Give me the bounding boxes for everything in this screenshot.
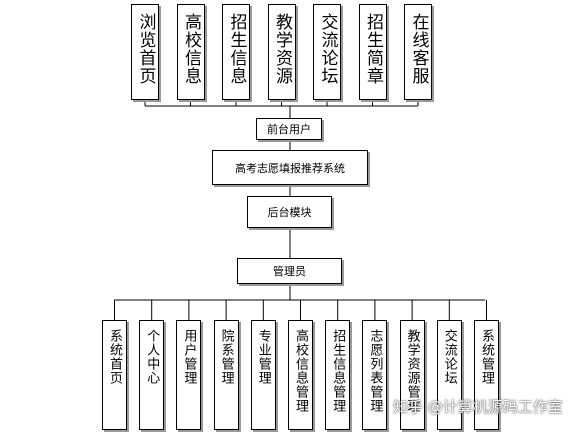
front-module-label: 交流论坛 <box>317 13 338 85</box>
backend-module-item-box: 用户管理 <box>176 320 202 430</box>
front-module-label: 招生简章 <box>363 13 383 85</box>
backend-module-item-label: 交流论坛 <box>441 329 457 385</box>
backend-module-item-box: 系统首页 <box>102 320 127 430</box>
backend-module-item-label: 用户管理 <box>181 329 197 385</box>
front-module-label: 招生信息 <box>226 13 247 85</box>
front-module-box: 招生简章 <box>358 4 387 100</box>
admin-label: 管理员 <box>273 265 306 278</box>
front-module-box: 在线客服 <box>404 4 432 100</box>
backend-module-item-label: 招生信息管理 <box>330 329 346 413</box>
front-module-box: 浏览首页 <box>131 4 159 100</box>
system-name-label: 高考志愿填报推荐系统 <box>235 161 345 175</box>
backend-module-item-box: 专业管理 <box>250 320 276 430</box>
backend-module-item-box: 个人中心 <box>139 320 165 430</box>
backend-module-item-label: 系统管理 <box>479 329 494 385</box>
backend-module-label: 后台模块 <box>267 206 312 219</box>
backend-module-item-box: 志愿列表管理 <box>362 320 388 430</box>
front-user-label: 前台用户 <box>267 123 311 136</box>
backend-module-item-label: 个人中心 <box>144 329 160 385</box>
backend-module-item-label: 志愿列表管理 <box>367 329 383 413</box>
backend-module-item-label: 教学资源管理 <box>404 329 420 413</box>
backend-module-item-label: 高校信息管理 <box>293 329 308 413</box>
backend-module-item-box: 教学资源管理 <box>399 320 425 430</box>
backend-module-item-label: 院系管理 <box>218 329 234 385</box>
system-name-box: 高考志愿填报推荐系统 <box>212 150 368 185</box>
backend-module-item-label: 专业管理 <box>255 329 271 385</box>
front-module-label: 高校信息 <box>181 13 201 85</box>
backend-module-item-label: 系统首页 <box>107 329 122 385</box>
front-module-label: 教学资源 <box>272 13 292 85</box>
front-module-box: 高校信息 <box>176 4 205 100</box>
backend-module-item-box: 系统管理 <box>474 320 499 430</box>
backend-module-item-box: 院系管理 <box>213 320 239 430</box>
front-module-label: 在线客服 <box>408 13 429 85</box>
watermark: 知乎 @计算机源码工作室 <box>393 398 563 416</box>
admin-box: 管理员 <box>237 258 342 284</box>
backend-module-item-box: 招生信息管理 <box>325 320 351 430</box>
front-module-box: 教学资源 <box>267 4 296 100</box>
front-module-box: 交流论坛 <box>313 4 341 100</box>
front-module-label: 浏览首页 <box>135 13 156 85</box>
backend-module-item-box: 高校信息管理 <box>288 320 313 430</box>
backend-module-item-box: 交流论坛 <box>436 320 462 430</box>
backend-module-box: 后台模块 <box>247 196 332 228</box>
front-user-box: 前台用户 <box>256 118 322 140</box>
front-module-box: 招生信息 <box>222 4 250 100</box>
